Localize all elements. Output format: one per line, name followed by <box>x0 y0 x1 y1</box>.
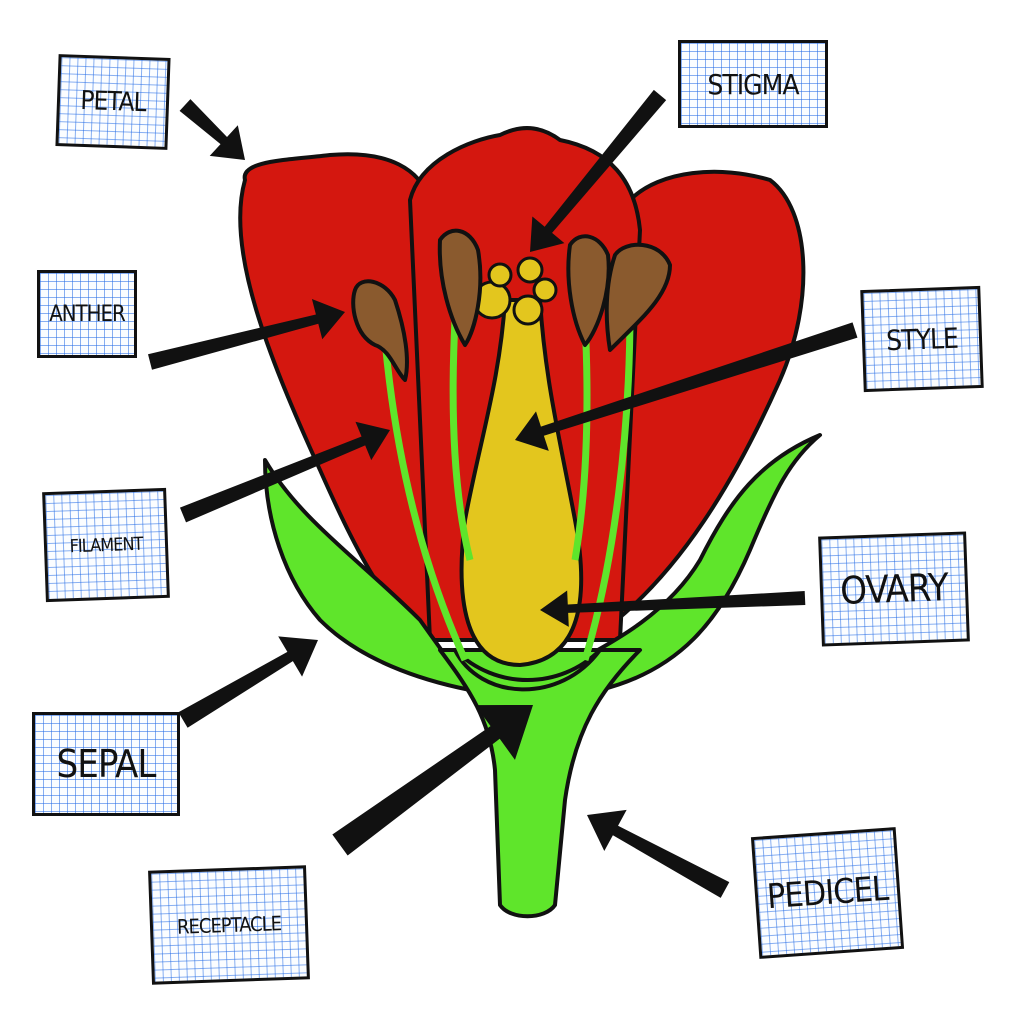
label-text: PEDICEL <box>765 868 890 918</box>
label-receptacle: RECEPTACLE <box>148 865 310 985</box>
arrow-pedicel <box>587 809 730 898</box>
label-text: OVARY <box>839 565 949 613</box>
arrow-petal <box>179 99 245 160</box>
label-style: STYLE <box>860 285 984 393</box>
stigma-lobe <box>487 262 513 288</box>
arrow-receptacle <box>332 705 533 856</box>
filaments <box>381 309 634 662</box>
label-text: RECEPTACLE <box>176 911 282 939</box>
arrow-style <box>515 322 858 451</box>
arrow-ovary <box>540 590 806 627</box>
label-text: SEPAL <box>56 742 157 786</box>
label-text: PETAL <box>79 85 147 119</box>
label-pedicel: PEDICEL <box>750 827 905 959</box>
arrow-filament <box>179 421 390 523</box>
anther <box>566 234 611 347</box>
arrow-sepal <box>178 636 318 728</box>
stigma-lobe <box>532 277 558 303</box>
label-text: ANTHER <box>49 301 126 327</box>
label-filament: FILAMENT <box>42 487 170 603</box>
sepal-left <box>263 458 472 692</box>
label-sepal: SEPAL <box>32 712 180 816</box>
arrow-anther <box>148 299 345 370</box>
label-text: FILAMENT <box>69 533 143 557</box>
label-petal: PETAL <box>55 54 171 150</box>
label-text: STIGMA <box>707 67 799 101</box>
receptacle <box>453 648 602 692</box>
stigma-lobe <box>516 256 544 284</box>
anther <box>604 242 672 352</box>
stigma-lobe <box>512 294 544 326</box>
label-anther: ANTHER <box>37 270 137 358</box>
pistil <box>459 298 584 667</box>
label-ovary: OVARY <box>818 531 970 647</box>
pointer-arrows <box>148 89 858 898</box>
anther <box>437 228 483 347</box>
arrow-stigma <box>530 89 667 252</box>
label-text: STYLE <box>885 321 959 357</box>
anther <box>351 279 409 382</box>
label-stigma: STIGMA <box>678 40 828 128</box>
